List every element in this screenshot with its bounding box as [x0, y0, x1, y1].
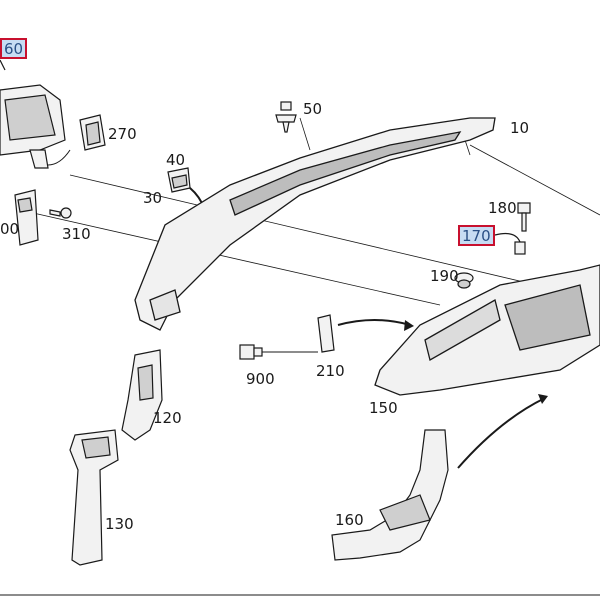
callout-label-310: 310: [62, 225, 91, 243]
callout-label-190: 190: [430, 267, 459, 285]
callout-label-210: 210: [316, 362, 345, 380]
part-300-bracket: [14, 189, 39, 246]
leader-line: [47, 149, 71, 166]
callout-label-10: 10: [510, 119, 530, 137]
part-60-housing: [0, 59, 66, 169]
callout-label-170: 170: [458, 225, 495, 246]
callout-label-270: 270: [108, 125, 137, 143]
callout-label-150: 150: [369, 399, 398, 417]
part-50-clip: [275, 101, 297, 133]
callout-label-30: 30: [143, 189, 163, 207]
part-900-connector: [239, 344, 263, 360]
callout-label-900: 900: [246, 370, 275, 388]
arrow: [337, 319, 411, 326]
arrow: [457, 397, 546, 469]
callout-label-130: 130: [105, 515, 134, 533]
part-180-bolt: [517, 202, 531, 232]
leader-line: [299, 117, 311, 151]
leader-line: [69, 174, 600, 301]
callout-label-120: 120: [153, 409, 182, 427]
leader-line: [464, 139, 471, 156]
callout-label-300: 00: [0, 220, 20, 238]
part-10-cowl-panel: [134, 117, 496, 331]
part-210-clip: [317, 314, 335, 353]
callout-label-160: 160: [335, 511, 364, 529]
callout-label-40: 40: [166, 151, 186, 169]
part-270-grommet: [79, 114, 106, 151]
part-310-screw: [49, 207, 72, 219]
part-160-duct: [331, 429, 449, 561]
leader-line: [19, 209, 441, 306]
part-170-hose: [494, 232, 526, 255]
part-40-clip: [167, 167, 191, 193]
callout-label-50: 50: [303, 100, 323, 118]
part-190-nut: [454, 272, 474, 289]
part-150-housing: [374, 264, 600, 396]
callout-label-180: 180: [488, 199, 517, 217]
part-120-channel: [121, 349, 163, 441]
part-130-duct: [69, 429, 119, 566]
callout-label-60: 60: [0, 38, 28, 59]
leader-line: [469, 144, 600, 216]
